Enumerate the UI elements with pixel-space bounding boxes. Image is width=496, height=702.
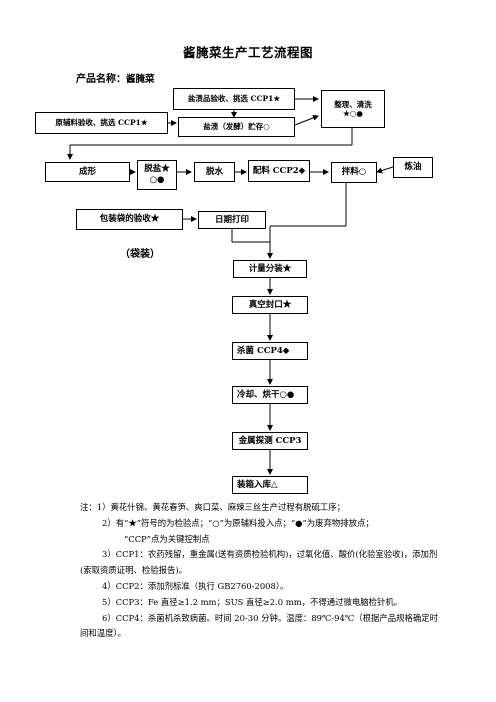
product-name-value: 酱腌菜 bbox=[126, 74, 155, 85]
note-line-6: 5）CCP3：Fe 直径≥1.2 mm；SUS 直径≥2.0 mm，不得通过微电… bbox=[102, 596, 403, 607]
node-boxing-storage: 装箱入库△ bbox=[232, 476, 308, 494]
node-metal-detect: 金属探测 CCP3 bbox=[232, 432, 308, 450]
note-line-1: 注：1）黄花什锦、黄花春笋、爽口菜、麻辣三丝生产过程有脱硫工序； bbox=[80, 502, 345, 512]
node-dewater: 脱水 bbox=[194, 162, 235, 182]
note-line-7: 6）CCP4：杀菌机杀致病菌。时间 20-30 分钟。温度：89℃-94℃（根据… bbox=[80, 612, 438, 639]
note-line-2: 2）有“★”符号的为检验点；“○”为原辅料投入点；“●”为废弃物排放点； bbox=[102, 517, 374, 528]
node-vacuum-seal: 真空封口★ bbox=[232, 296, 308, 314]
node-mixing: 拌料○ bbox=[331, 162, 377, 183]
node-trim-wash-marks: ★○● bbox=[343, 109, 363, 118]
node-trim-wash: 整理、清洗 ★○● bbox=[321, 90, 385, 128]
bagging-label: （袋装） bbox=[120, 249, 160, 260]
node-desalt-marks: ○● bbox=[149, 175, 165, 185]
note-line-3: “CCP”点为关键控制点 bbox=[124, 533, 210, 544]
note-line-4: 3）CCP1：农药残留，重金属(送有资质检验机构)，过氧化值、酸价(化验室验收)… bbox=[80, 549, 438, 576]
product-name: 产品名称：酱腌菜 bbox=[76, 70, 155, 85]
node-salting-storage: 盐渍（发酵）贮存○ bbox=[178, 117, 295, 137]
node-cool-dry: 冷却、烘干○● bbox=[232, 386, 308, 404]
node-desalt: 脱盐★ ○● bbox=[137, 160, 177, 190]
notes: 注：1）黄花什锦、黄花春笋、爽口菜、麻辣三丝生产过程有脱硫工序； 2）有“★”符… bbox=[80, 500, 440, 642]
node-desalt-label: 脱盐★ bbox=[144, 164, 170, 175]
node-date-print: 日期打印 bbox=[198, 211, 266, 229]
node-shaping: 成形 bbox=[45, 162, 130, 182]
page-title: 酱腌菜生产工艺流程图 bbox=[182, 45, 313, 60]
node-raw-aux-check: 原辅料验收、挑选 CCP1★ bbox=[35, 112, 168, 134]
note-line-5: 4）CCP2：添加剂标准（执行 GB2760-2008）。 bbox=[102, 580, 289, 591]
node-salted-veg-check: 盐渍品验收、挑选 CCP1★ bbox=[173, 88, 295, 110]
node-oil-frying: 炼油 bbox=[393, 157, 433, 178]
node-packaging-bag-check: 包装袋的验收★ bbox=[76, 209, 183, 230]
node-weighing-packing: 计量分装★ bbox=[233, 260, 307, 278]
node-formulation: 配料 CCP2◆ bbox=[248, 160, 310, 182]
node-sterilization: 杀菌 CCP4◆ bbox=[232, 342, 308, 360]
product-name-label: 产品名称： bbox=[76, 74, 126, 85]
node-trim-wash-label: 整理、清洗 bbox=[334, 99, 372, 109]
